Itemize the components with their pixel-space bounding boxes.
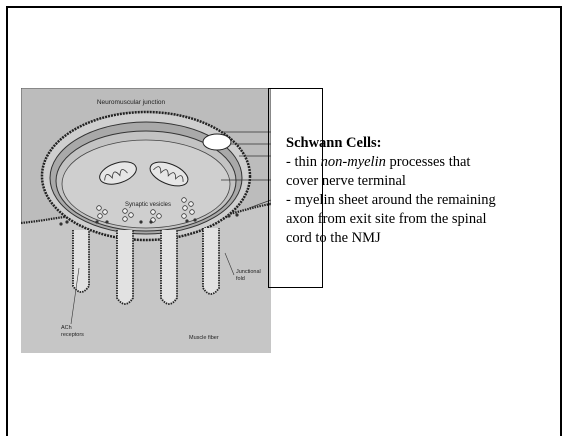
ach-label-2: receptors <box>61 332 84 338</box>
schwann-line-4: axon from exit site from the spinal <box>286 210 568 229</box>
schwann-heading: Schwann Cells: <box>286 134 568 153</box>
muscle-fiber-label: Muscle fiber <box>189 335 219 341</box>
schwann-text-block: Schwann Cells: - thin non-myelin process… <box>286 134 568 248</box>
line1-emphasis: non-myelin <box>321 154 386 170</box>
schwann-line-1: - thin non-myelin processes that <box>286 153 568 172</box>
schwann-line-2: cover nerve terminal <box>286 172 568 191</box>
schwann-line-5: cord to the NMJ <box>286 229 568 248</box>
junctional-fold-label-2: fold <box>236 276 245 282</box>
nmj-figure: Neuromuscular junction Synaptic vesicles <box>21 88 271 353</box>
line1-prefix: - thin <box>286 154 321 170</box>
schwann-line-3: - myelin sheet around the remaining <box>286 191 568 210</box>
ach-label-1: ACh <box>61 325 72 331</box>
synaptic-vesicles-label: Synaptic vesicles <box>125 202 171 208</box>
junctional-fold-label-1: Junctional <box>236 269 261 275</box>
line1-suffix: processes that <box>386 154 471 170</box>
figure-title: Neuromuscular junction <box>97 99 166 106</box>
